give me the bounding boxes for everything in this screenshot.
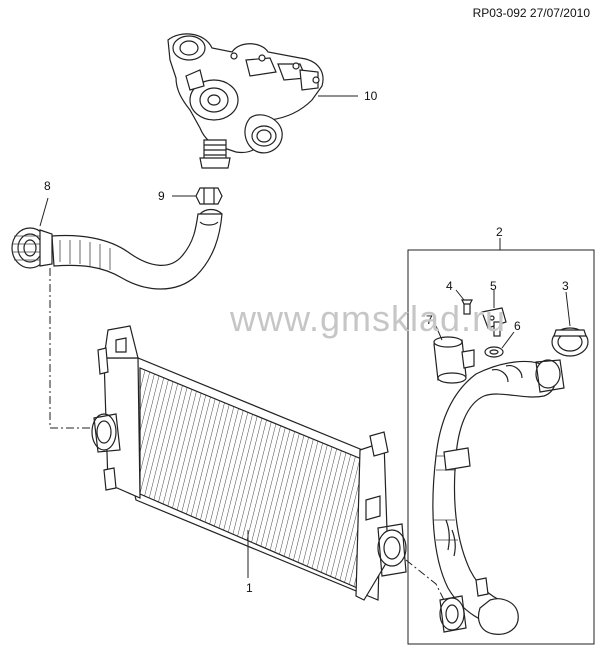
leader-line-7 xyxy=(435,325,443,341)
outlet-hose-part xyxy=(432,359,565,635)
leader-line-6 xyxy=(501,331,515,349)
callout-9: 9 xyxy=(158,189,165,203)
screw-part-4 xyxy=(461,299,473,315)
callout-5: 5 xyxy=(490,279,497,293)
callout-3: 3 xyxy=(562,279,569,293)
clamp-part-9 xyxy=(195,187,223,205)
callout-2: 2 xyxy=(496,225,503,239)
callout-8: 8 xyxy=(44,179,51,193)
turbocharger-part xyxy=(167,33,324,169)
reference-code: RP03-092 27/07/2010 xyxy=(472,6,590,20)
leader-line-4 xyxy=(455,289,465,301)
callout-10: 10 xyxy=(364,89,378,103)
callout-6: 6 xyxy=(514,319,521,333)
sensor-part-5 xyxy=(481,307,507,337)
kit-box-2 xyxy=(407,249,595,645)
seal-part-6 xyxy=(484,346,504,358)
callout-7: 7 xyxy=(426,313,433,327)
centerline-1-to-2 xyxy=(405,559,447,605)
clamp-part-3 xyxy=(551,327,589,357)
leader-line-3 xyxy=(565,291,571,327)
coupling-part-7 xyxy=(433,336,475,384)
leader-line-8 xyxy=(39,197,49,227)
centerline-8-to-1 xyxy=(49,268,100,429)
callout-1: 1 xyxy=(246,581,253,595)
callout-4: 4 xyxy=(446,279,453,293)
hose-part-8 xyxy=(11,208,223,290)
watermark-text: www.gmsklad.ru xyxy=(230,298,507,339)
intercooler-part xyxy=(91,325,407,601)
